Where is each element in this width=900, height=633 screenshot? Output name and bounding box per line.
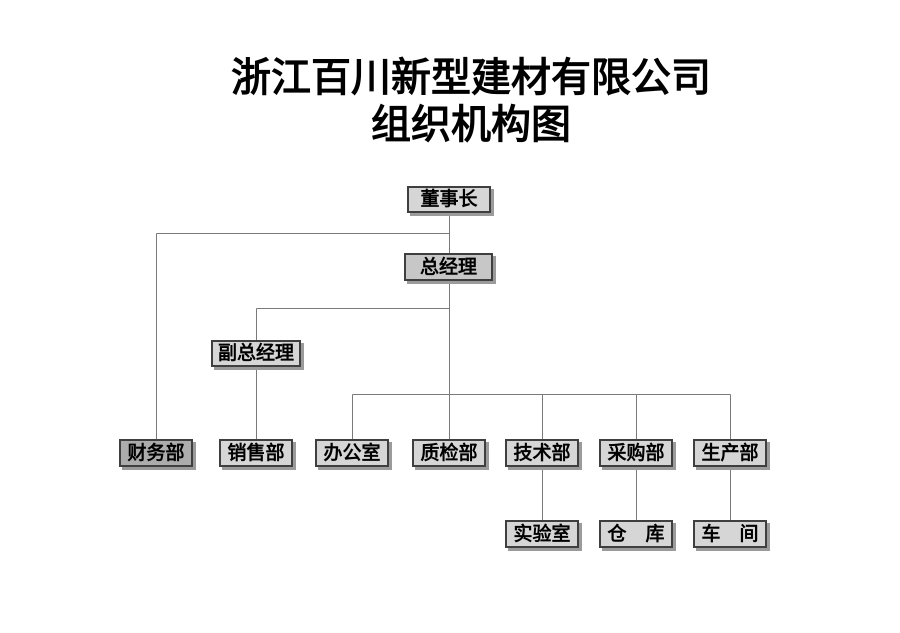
org-node-production-dept: 生产部 bbox=[693, 439, 767, 467]
chart-title: 组织机构图 bbox=[371, 101, 571, 148]
org-node-office: 办公室 bbox=[315, 439, 389, 467]
page-title: 浙江百川新型建材有限公司 组织机构图 bbox=[42, 54, 900, 148]
org-node-warehouse: 仓 库 bbox=[599, 520, 673, 548]
org-node-general-manager: 总经理 bbox=[404, 253, 493, 281]
company-name: 浙江百川新型建材有限公司 bbox=[231, 54, 711, 101]
org-node-chairman: 董事长 bbox=[407, 186, 491, 213]
org-node-laboratory: 实验室 bbox=[505, 520, 579, 548]
org-node-sales-dept: 销售部 bbox=[219, 439, 293, 467]
org-node-workshop: 车 间 bbox=[693, 520, 767, 548]
org-node-quality-dept: 质检部 bbox=[412, 439, 486, 467]
org-node-tech-dept: 技术部 bbox=[505, 439, 579, 467]
org-node-purchasing-dept: 采购部 bbox=[599, 439, 673, 467]
org-node-finance-dept: 财务部 bbox=[119, 439, 193, 467]
org-node-deputy-general-manager: 副总经理 bbox=[211, 340, 301, 367]
